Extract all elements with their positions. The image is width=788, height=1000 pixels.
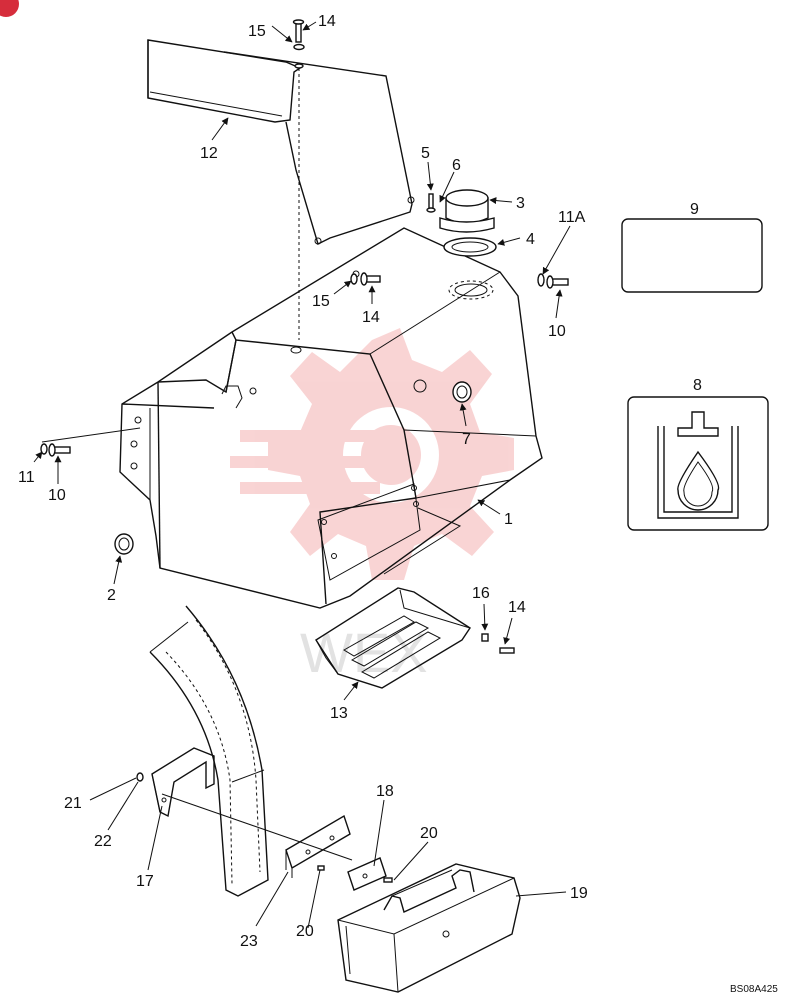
callout-4: 4 [526, 231, 535, 248]
cover-plate [347, 857, 387, 891]
gasket [443, 237, 497, 257]
callout-18: 18 [376, 783, 394, 800]
callout-14-low: 14 [508, 599, 526, 616]
leaders [33, 21, 571, 929]
callout-10-left: 10 [48, 487, 66, 504]
upper-cover [147, 39, 415, 245]
bolt-right [537, 273, 569, 289]
decal-9 [621, 218, 763, 293]
callout-23: 23 [240, 933, 258, 950]
toolbox-bracket [136, 747, 215, 818]
top-bolt [292, 19, 305, 340]
callout-20-left: 20 [296, 923, 314, 940]
callout-6: 6 [452, 157, 461, 174]
callout-3: 3 [516, 195, 525, 212]
callout-13: 13 [330, 705, 348, 722]
corner-badge [0, 0, 19, 17]
callout-7: 7 [462, 431, 471, 448]
callout-8: 8 [693, 377, 702, 394]
callout-17: 17 [136, 873, 154, 890]
callout-16: 16 [472, 585, 490, 602]
callout-1: 1 [504, 511, 513, 528]
callouts: 15 14 12 5 6 3 4 11A 9 15 14 10 8 7 11 1… [18, 13, 702, 950]
grommet [114, 533, 134, 555]
callout-20-right: 20 [420, 825, 438, 842]
callout-14-top: 14 [318, 13, 336, 30]
callout-21: 21 [64, 795, 82, 812]
filler-cap [439, 189, 495, 233]
fuel-drop-icon [657, 411, 739, 519]
plate-screws [317, 865, 393, 883]
watermark-logo [230, 328, 514, 580]
callout-9: 9 [690, 201, 699, 218]
toolbox [337, 863, 521, 993]
cap-screw [426, 193, 436, 213]
callout-5: 5 [421, 145, 430, 162]
tank-housing [41, 227, 543, 609]
callout-15-mid: 15 [312, 293, 330, 310]
bolt-left [40, 443, 71, 457]
bolt-middle [350, 272, 381, 286]
callout-14-mid: 14 [362, 309, 380, 326]
step-plate [315, 587, 515, 689]
callout-22: 22 [94, 833, 112, 850]
callout-12: 12 [200, 145, 218, 162]
callout-15-top: 15 [248, 23, 266, 40]
callout-19: 19 [570, 885, 588, 902]
fuel-gauge [452, 381, 472, 403]
callout-11: 11 [18, 469, 35, 486]
callout-11A: 11A [558, 209, 586, 226]
drawing-code: BS08A425 [730, 984, 778, 995]
callout-2: 2 [107, 587, 116, 604]
fender [149, 605, 269, 897]
callout-10-right: 10 [548, 323, 566, 340]
mount-bracket [161, 793, 353, 878]
decal-8 [627, 396, 769, 531]
